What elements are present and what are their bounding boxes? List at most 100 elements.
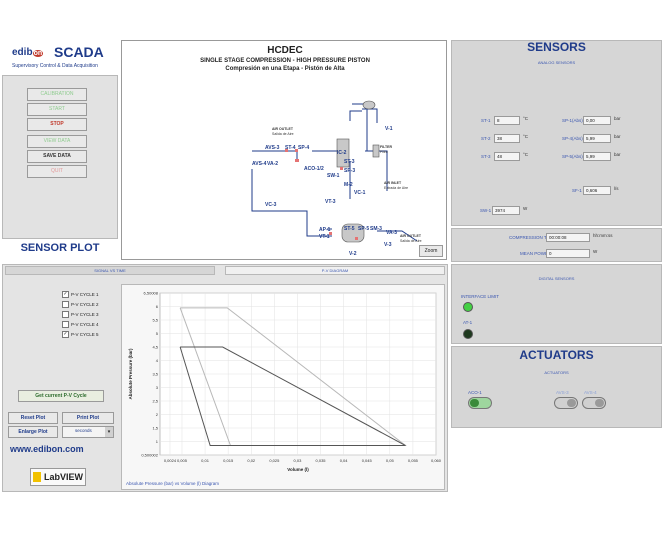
legend-item[interactable]: ✓P-V CYCLE 1: [62, 291, 99, 299]
actuators-title: ACTUATORS: [519, 348, 594, 362]
y-tick-label: 5,5: [152, 318, 158, 323]
y-tick-label: 6,50008: [144, 291, 159, 296]
print-plot-button[interactable]: Print Plot: [62, 412, 114, 424]
legend-item[interactable]: P-V CYCLE 4: [62, 320, 116, 330]
tag-va2: VA-2: [267, 161, 279, 167]
compression-time-value: 00:00:08: [546, 233, 590, 242]
x-tick-label: 0,02: [247, 458, 256, 463]
calibration-button[interactable]: CALIBRATION: [27, 88, 87, 101]
tag-sp5: SP-5: [358, 226, 370, 232]
at1-led: [463, 329, 473, 339]
tag-air-outlet-es: Salida de Aire: [272, 132, 294, 136]
tag-st5: ST-5: [344, 226, 355, 232]
x-tick-label: 0,045: [362, 458, 373, 463]
reset-plot-button[interactable]: Reset Plot: [8, 412, 58, 424]
y-tick-label: 6: [156, 304, 159, 309]
x-tick-label: 0,015: [223, 458, 234, 463]
tag-sp3: SP-3: [344, 168, 356, 174]
sp1-unit: bar: [614, 116, 621, 121]
at1-label: AT-1: [463, 320, 473, 325]
diagram-title: HCDEC: [267, 45, 303, 56]
legend-checkbox[interactable]: ✓: [62, 291, 69, 299]
y-axis-label: Absolute Pressure (bar): [128, 348, 133, 400]
tag-ic2: IC-2: [337, 150, 347, 156]
sp4-unit: bar: [614, 134, 621, 139]
avs4-label: AVS-4: [584, 390, 597, 395]
legend-checkbox[interactable]: [62, 301, 69, 309]
avs4-toggle[interactable]: [582, 397, 606, 409]
tag-air-outlet-2: AIR OUTLET: [400, 234, 421, 238]
tag-vc3: VC-3: [265, 202, 277, 208]
aco1-label: ACO-1: [468, 390, 482, 395]
st1-value: 8: [494, 116, 520, 125]
legend-checkbox[interactable]: ✓: [62, 331, 69, 339]
tag-air-inlet-es: Entrada de Aire: [384, 186, 409, 190]
legend-item[interactable]: P-V CYCLE 3: [62, 310, 116, 320]
x-tick-label: 0,0024: [164, 458, 177, 463]
enlarge-plot-button[interactable]: Enlarge Plot: [8, 426, 58, 438]
tab-pv-diagram[interactable]: P-V DIAGRAM: [225, 266, 445, 275]
legend-checkbox[interactable]: [62, 321, 69, 329]
y-tick-label: 1: [156, 439, 159, 444]
tag-m2: M-2: [344, 182, 353, 188]
zoom-button[interactable]: Zoom: [419, 245, 443, 257]
interface-limit-led: [463, 302, 473, 312]
actuators-panel: [451, 346, 662, 428]
app-subtitle: Supervisory Control & Data Acquisition: [12, 63, 98, 69]
tag-filter: FILTER: [380, 145, 392, 149]
x-tick-label: 0,005: [177, 458, 188, 463]
legend-item[interactable]: ✓P-V CYCLE 5: [62, 331, 99, 339]
tag-air-outlet-2-es: Salida de Aire: [400, 239, 422, 243]
st1-label: ST-1: [481, 118, 491, 123]
sw1-unit: W: [523, 206, 528, 211]
tab-signal-vs-time[interactable]: SIGNAL VS TIME: [5, 266, 215, 275]
st2-value: 38: [494, 134, 520, 143]
x-tick-label: 0,04: [340, 458, 349, 463]
x-tick-label: 0,03: [294, 458, 303, 463]
y-tick-label: 2,5: [152, 399, 158, 404]
sf1-label: SF-1: [572, 188, 582, 193]
quit-button[interactable]: QUIT: [27, 165, 87, 178]
get-pv-cycle-button[interactable]: Get current P-V Cycle: [18, 390, 104, 402]
interface-limit-label: INTERFACE LIMIT: [461, 294, 500, 299]
st1-unit: °C: [523, 116, 529, 121]
x-tick-label: 0,01: [201, 458, 210, 463]
edibon-logo-text: edibon: [12, 47, 44, 58]
mean-power-unit: W: [593, 249, 598, 254]
sp4-label: SP-4(Abs): [562, 136, 583, 141]
time-unit-select[interactable]: seconds ▾: [62, 426, 114, 438]
stop-button[interactable]: STOP: [27, 118, 87, 131]
y-tick-label: 2: [156, 412, 159, 417]
actuators-subheader: ACTUATORS: [544, 370, 569, 375]
tag-sp4: SP-4: [298, 145, 310, 151]
sw1-value: 3974: [492, 206, 520, 215]
sw1-label: SW-1: [480, 208, 492, 213]
save-data-button[interactable]: SAVE DATA: [27, 150, 87, 163]
legend-checkbox[interactable]: [62, 311, 69, 319]
compression-time-unit: hh:mm:ss: [593, 233, 613, 238]
tag-avs4: AVS-4: [252, 161, 267, 167]
y-tick-label: 3,5: [152, 372, 158, 377]
tag-sw1: SW-1: [327, 173, 340, 179]
sf1-value: 0,606: [583, 186, 611, 195]
aco1-toggle[interactable]: [468, 397, 492, 409]
labview-logo: LabVIEW: [30, 468, 86, 486]
labview-text: LabVIEW: [44, 472, 84, 482]
sp1-label: SP-1(Abs): [562, 118, 583, 123]
tab-signal-vs-time-label: SIGNAL VS TIME: [94, 268, 126, 273]
sensors-panel: [451, 40, 662, 226]
avs3-toggle[interactable]: [554, 397, 578, 409]
sp4-value: 5,99: [583, 134, 611, 143]
legend-item[interactable]: P-V CYCLE 2: [62, 300, 116, 310]
x-tick-label: 0,055: [408, 458, 419, 463]
tag-aco: ACO-1/2: [304, 166, 324, 172]
compression-time-label: COMPRESSION TIME: [509, 235, 555, 240]
mean-power-label: MEAN POWER: [520, 251, 552, 256]
labview-icon: [33, 472, 41, 482]
tag-air-outlet: AIR OUTLET: [272, 127, 293, 131]
y-tick-label: 4,5: [152, 345, 158, 350]
y-tick-label: 5: [156, 331, 159, 336]
view-data-button[interactable]: VIEW DATA: [27, 135, 87, 148]
start-button[interactable]: START: [27, 103, 87, 116]
avs3-label: AVS-3: [556, 390, 569, 395]
